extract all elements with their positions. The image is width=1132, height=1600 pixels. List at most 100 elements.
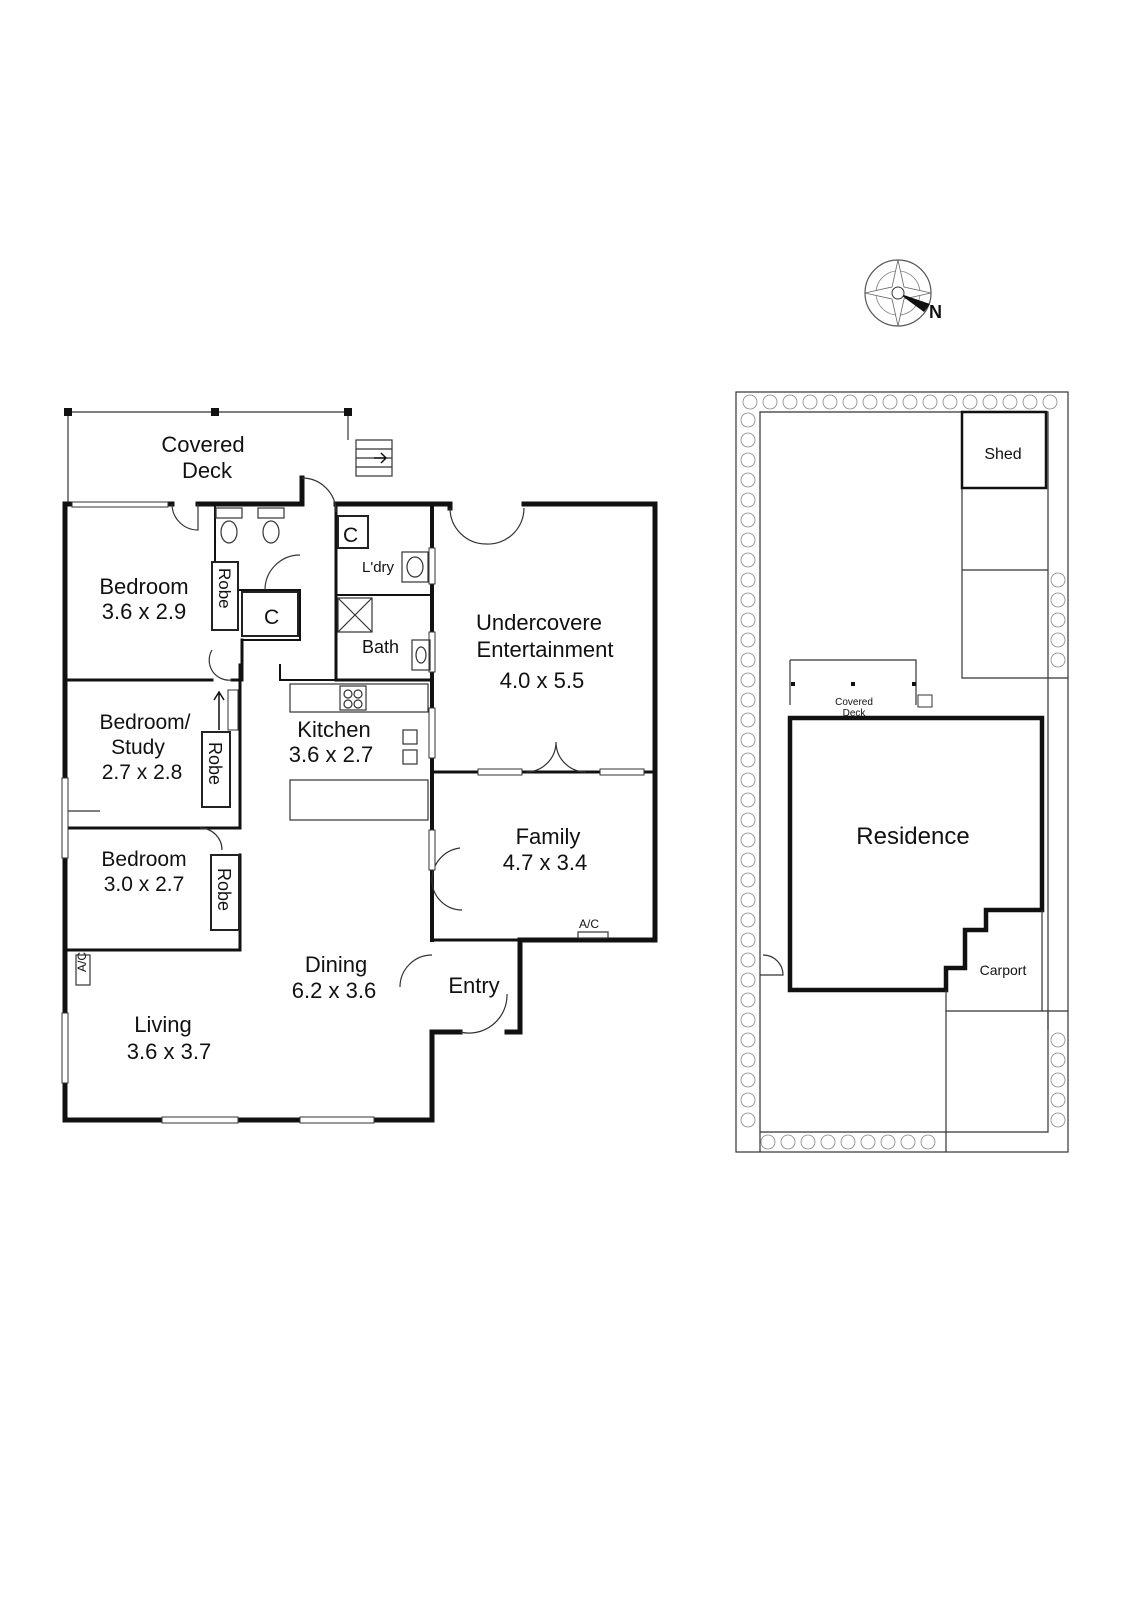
- robe-bedroom2: [210, 854, 240, 931]
- shed-outline: [960, 410, 1048, 490]
- laundry-label: L'dry: [362, 559, 395, 576]
- shrub-icon: [740, 572, 756, 588]
- shrub-icon: [740, 832, 756, 848]
- shrub-icon: [740, 812, 756, 828]
- bath-label: Bath: [362, 637, 399, 657]
- family-size: 4.7 x 3.4: [503, 850, 587, 875]
- shrub-icon: [740, 592, 756, 608]
- ac-unit: [75, 931, 609, 986]
- shrub-icon: [1050, 572, 1066, 588]
- shrub-icon: [880, 1134, 896, 1150]
- shrub-icon: [740, 1112, 756, 1128]
- shrub-icon: [1050, 1032, 1066, 1048]
- stair-arrow-icon: [213, 690, 225, 730]
- shrub-icon: [740, 492, 756, 508]
- laundry-tub-icon: [401, 551, 429, 583]
- shrub-icon: [740, 912, 756, 928]
- kitchen-name: Kitchen: [297, 717, 370, 742]
- shrub-icon: [1050, 592, 1066, 608]
- undercover-name-1: Undercovere: [476, 610, 602, 635]
- shrub-icon: [780, 1134, 796, 1150]
- shrub-icon: [920, 1134, 936, 1150]
- vanity-icon: [411, 639, 431, 671]
- bedroom2-name: Bedroom: [101, 848, 186, 871]
- shrub-icon: [782, 394, 798, 410]
- shrub-icon: [820, 1134, 836, 1150]
- cupboard-hall-label: C: [264, 606, 279, 629]
- shrub-icon: [800, 1134, 816, 1150]
- robe-bedroom2-label: Robe: [214, 868, 234, 911]
- shrub-icon: [740, 772, 756, 788]
- compass-north-label: N: [929, 302, 942, 322]
- shrub-icon: [922, 394, 938, 410]
- cupboard-laundry-label: C: [343, 524, 358, 547]
- shrub-icon: [740, 532, 756, 548]
- study-size: 2.7 x 2.8: [102, 761, 183, 784]
- shrub-icon: [760, 1134, 776, 1150]
- shrub-icon: [862, 394, 878, 410]
- shrub-icon: [740, 752, 756, 768]
- robe-study-label: Robe: [205, 742, 225, 785]
- shrub-icon: [1002, 394, 1018, 410]
- entry-label: Entry: [448, 973, 499, 998]
- shrub-icon: [740, 692, 756, 708]
- robe-bedroom1: [211, 561, 239, 631]
- shrub-icon: [740, 1032, 756, 1048]
- shed-label: Shed: [984, 446, 1021, 463]
- shrub-icon: [900, 1134, 916, 1150]
- shrub-icon: [762, 394, 778, 410]
- bedroom1-name: Bedroom: [99, 574, 188, 599]
- shrub-icon: [1050, 1072, 1066, 1088]
- shrub-icon: [982, 394, 998, 410]
- kitchen-bench: [289, 683, 429, 821]
- bedroom2-size: 3.0 x 2.7: [104, 873, 185, 896]
- shrub-icon: [882, 394, 898, 410]
- bedroom1-size: 3.6 x 2.9: [102, 599, 186, 624]
- shrub-icon: [740, 992, 756, 1008]
- shrub-icon: [740, 512, 756, 528]
- shrub-icon: [1042, 394, 1058, 410]
- shrub-icon: [1050, 652, 1066, 668]
- shrub-icon: [740, 1072, 756, 1088]
- shrub-icon: [740, 792, 756, 808]
- shower-icon: [337, 597, 373, 633]
- shrub-icon: [902, 394, 918, 410]
- undercover-name-2: Entertainment: [477, 637, 614, 662]
- shrub-icon: [740, 1012, 756, 1028]
- shrub-icon: [740, 972, 756, 988]
- residence-outline: [787, 715, 1045, 993]
- shrub-icon: [740, 632, 756, 648]
- cupboard-laundry: [337, 515, 369, 549]
- site-deck-label-1: Covered: [835, 697, 873, 708]
- shrub-icon: [740, 872, 756, 888]
- study-name-2: Study: [111, 736, 165, 759]
- hedge-plants: [740, 394, 1066, 1150]
- covered-deck-label-2: Deck: [182, 458, 233, 483]
- ac-label-living: A/C: [75, 952, 89, 972]
- shrub-icon: [740, 1052, 756, 1068]
- shrub-icon: [842, 394, 858, 410]
- deck-steps: [355, 439, 393, 477]
- shrub-icon: [740, 852, 756, 868]
- shrub-icon: [740, 452, 756, 468]
- toilet-icon: [215, 507, 285, 544]
- ac-label-family: A/C: [579, 917, 599, 931]
- shrub-icon: [740, 652, 756, 668]
- robe-study: [201, 731, 231, 808]
- doors: [68, 477, 587, 1034]
- site-plan: [735, 391, 1069, 1153]
- carport-label: Carport: [980, 962, 1027, 978]
- shrub-icon: [740, 732, 756, 748]
- shrub-icon: [740, 932, 756, 948]
- shrub-icon: [1050, 1112, 1066, 1128]
- compass-icon: [864, 259, 932, 327]
- shrub-icon: [962, 394, 978, 410]
- shrub-icon: [860, 1134, 876, 1150]
- shrub-icon: [822, 394, 838, 410]
- shrub-icon: [840, 1134, 856, 1150]
- dining-size: 6.2 x 3.6: [292, 978, 376, 1003]
- dining-name: Dining: [305, 952, 367, 977]
- shrub-icon: [740, 672, 756, 688]
- shrub-icon: [740, 892, 756, 908]
- living-size: 3.6 x 3.7: [127, 1039, 211, 1064]
